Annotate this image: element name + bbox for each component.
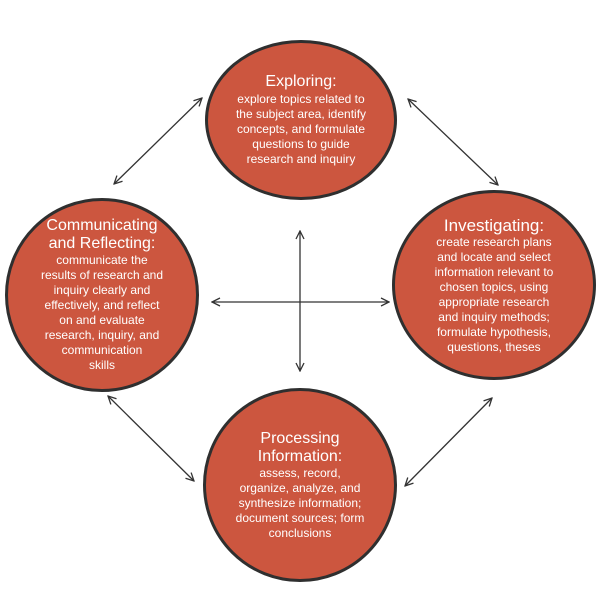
arrow-communicating-processing (108, 396, 194, 481)
exploring-line: explore topics related to (237, 92, 365, 106)
exploring-line: research and inquiry (246, 152, 356, 166)
processing-description: assess, record, organize, analyze, and s… (236, 466, 365, 541)
communicating-line: communicate the (56, 253, 148, 267)
exploring-title: Exploring: (265, 73, 337, 90)
exploring-node: Exploring: explore topics related to the… (205, 40, 397, 200)
communicating-line: results of research and (40, 268, 164, 282)
communicating-title: Communicating and Reflecting: (46, 217, 157, 253)
communicating-line: communication (61, 343, 143, 357)
communicating-line: research, inquiry, and (44, 328, 160, 342)
exploring-line: concepts, and formulate (236, 122, 366, 136)
investigating-line: and locate and select (437, 249, 551, 264)
exploring-line: questions to guide (252, 137, 350, 151)
communicating-line: on and evaluate (59, 313, 145, 327)
investigating-title: Investigating: (443, 215, 545, 235)
investigating-line: chosen topics, using (439, 279, 549, 294)
processing-line: document sources; form (235, 510, 365, 525)
processing-line: conclusions (268, 525, 332, 540)
communicating-line: skills (89, 358, 115, 372)
investigating-line: create research plans (436, 234, 552, 249)
communicating-line: inquiry clearly and (53, 283, 151, 297)
processing-line: synthesize information; (238, 495, 362, 510)
investigating-description: create research plans and locate and sel… (435, 235, 554, 355)
communicating-title-line: and Reflecting: (48, 235, 156, 252)
processing-title-line: Information: (257, 447, 343, 465)
investigating-line: information relevant to (434, 264, 554, 279)
exploring-line: the subject area, identify (235, 107, 367, 121)
investigating-line: formulate hypothesis, (436, 324, 552, 339)
investigating-node: Investigating: create research plans and… (392, 190, 596, 380)
processing-node: Processing Information: assess, record, … (203, 388, 397, 582)
arrow-processing-investigating (405, 398, 492, 486)
communicating-title-line: Communicating (46, 217, 158, 234)
exploring-description: explore topics related to the subject ar… (236, 92, 366, 167)
arrow-exploring-investigating (408, 99, 498, 185)
processing-line: organize, analyze, and (239, 480, 361, 495)
processing-title-line: Processing (260, 429, 340, 447)
communicating-description: communicate the results of research and … (41, 253, 163, 373)
investigating-line: and inquiry methods; (438, 309, 550, 324)
communicating-node: Communicating and Reflecting: communicat… (5, 198, 199, 392)
investigating-line: questions, theses (447, 339, 541, 354)
processing-title: Processing Information: (258, 430, 342, 466)
processing-line: assess, record, (259, 465, 341, 480)
arrow-exploring-communicating (114, 98, 202, 184)
communicating-line: effectively, and reflect (44, 298, 160, 312)
investigating-line: appropriate research (438, 294, 550, 309)
